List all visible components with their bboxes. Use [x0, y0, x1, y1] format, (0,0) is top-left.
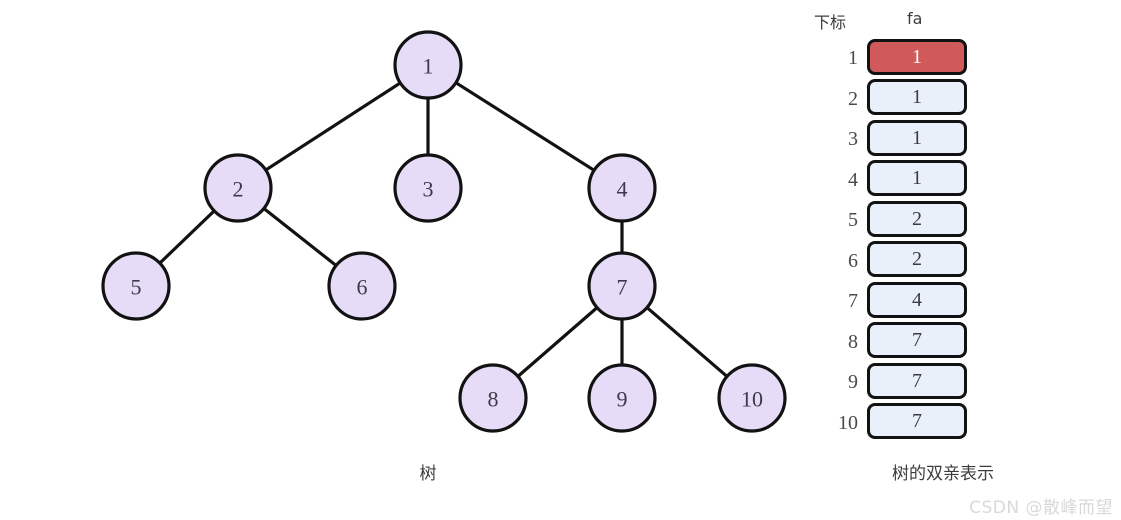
row-index-label: 4: [848, 168, 858, 191]
parent-value-cell[interactable]: 7: [867, 322, 967, 358]
tree-node-circle: [587, 363, 657, 433]
tree-node-8[interactable]: 8: [458, 363, 528, 433]
tree-node-circle: [458, 363, 528, 433]
tree-graph: 1 2 3 4 5 6 7 8 9 10: [101, 30, 787, 433]
column-header-fa: fa: [907, 9, 923, 28]
tree-node-circle: [327, 251, 397, 321]
tree-figure: 1 2 3 4 5 6 7 8 9 10 树: [101, 30, 787, 484]
parent-value-cell[interactable]: 1: [867, 79, 967, 115]
tree-node-label: 7: [617, 275, 628, 300]
row-index-label: 6: [848, 249, 858, 272]
row-index-label: 1: [848, 47, 858, 69]
parent-value-cell[interactable]: 2: [867, 200, 967, 237]
tree-node-circle: [717, 363, 787, 433]
tree-caption: 树: [419, 464, 437, 484]
tree-node-5[interactable]: 5: [101, 251, 171, 321]
tree-node-label: 10: [741, 387, 763, 412]
tree-edge-7-8: [516, 306, 599, 378]
row-index-label: 8: [848, 330, 858, 353]
tree-node-label: 4: [617, 177, 628, 202]
tree-node-2[interactable]: 2: [203, 153, 273, 223]
tree-edge-7-10: [645, 306, 729, 378]
tree-edge-group: [158, 81, 729, 378]
tree-node-label: 2: [233, 177, 244, 202]
parent-value-cell[interactable]: 7: [867, 362, 967, 399]
table-header-row: 下标 fa: [806, 4, 1006, 32]
tree-node-circle: [393, 153, 463, 223]
row-index-label: 5: [848, 209, 858, 231]
row-index-label: 9: [848, 371, 858, 393]
tree-node-circle: [587, 251, 657, 321]
parent-value-cell[interactable]: 7: [867, 403, 967, 439]
row-index-label: 10: [838, 411, 858, 434]
parent-array-caption: 树的双亲表示: [892, 464, 994, 484]
tree-node-1[interactable]: 1: [393, 30, 463, 100]
row-index-label: 3: [848, 128, 858, 150]
tree-node-group: 1 2 3 4 5 6 7 8 9 10: [101, 30, 787, 433]
tree-node-label: 3: [423, 177, 434, 202]
parent-value-cell[interactable]: 1: [867, 119, 967, 156]
csdn-watermark: CSDN @散峰而望: [969, 498, 1113, 518]
tree-node-label: 6: [357, 275, 368, 300]
tree-node-label: 9: [617, 387, 628, 412]
tree-node-circle: [393, 30, 463, 100]
parent-array-row: 10 7: [806, 403, 1046, 444]
tree-edge-2-5: [158, 209, 216, 265]
tree-node-circle: [101, 251, 171, 321]
tree-edge-1-2: [264, 81, 402, 172]
row-index-label: 7: [848, 290, 858, 312]
parent-value-cell[interactable]: 4: [867, 281, 967, 318]
tree-node-9[interactable]: 9: [587, 363, 657, 433]
tree-node-label: 1: [423, 54, 434, 79]
parent-value-cell[interactable]: 2: [867, 241, 967, 277]
tree-edge-2-6: [262, 207, 338, 267]
tree-node-4[interactable]: 4: [587, 153, 657, 223]
parent-value-cell[interactable]: 1: [867, 160, 967, 196]
row-index-label: 2: [848, 87, 858, 110]
tree-node-label: 5: [131, 275, 142, 300]
tree-node-6[interactable]: 6: [327, 251, 397, 321]
tree-node-7[interactable]: 7: [587, 251, 657, 321]
tree-edge-1-4: [455, 81, 595, 172]
tree-node-3[interactable]: 3: [393, 153, 463, 223]
parent-value-cell[interactable]: 1: [867, 38, 967, 75]
tree-node-circle: [203, 153, 273, 223]
column-header-index: 下标: [814, 13, 847, 32]
tree-node-10[interactable]: 10: [717, 363, 787, 433]
tree-node-circle: [587, 153, 657, 223]
tree-node-label: 8: [488, 387, 499, 412]
